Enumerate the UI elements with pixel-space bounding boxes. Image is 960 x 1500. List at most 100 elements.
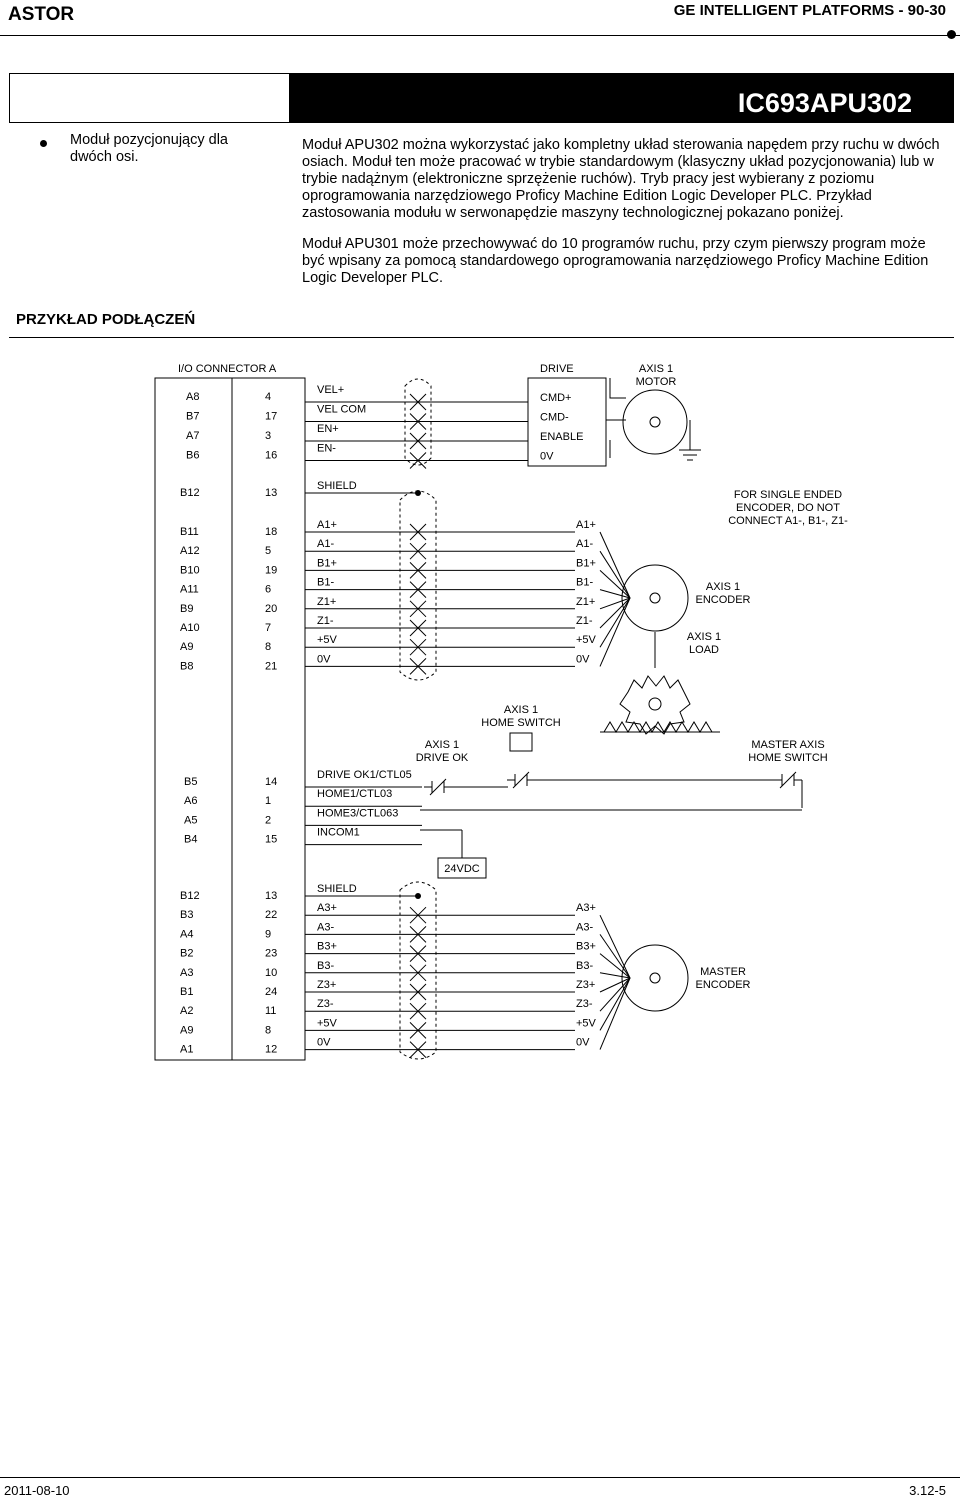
wire [599, 597, 631, 648]
header-divider [0, 35, 960, 36]
bullet-icon [40, 140, 47, 147]
signal-label: HOME1/CTL03 [317, 788, 392, 800]
wire [599, 977, 631, 993]
shield-crossing [409, 638, 427, 656]
shield-crossing [409, 413, 427, 430]
shield-crossing [409, 542, 427, 560]
drive-terminal-label: CMD- [540, 412, 569, 424]
wire [599, 589, 631, 599]
wire [599, 531, 631, 599]
signal-label: B3- [317, 960, 334, 972]
signal-label: A3+ [317, 902, 337, 914]
connector-pin-letter: B7 [186, 411, 199, 423]
connector-pin-number: 4 [265, 391, 271, 403]
signal-label: VEL COM [317, 404, 366, 416]
connector-pin-number: 3 [265, 430, 271, 442]
supply-label: 24VDC [444, 863, 480, 875]
connector-pin-number: 12 [265, 1044, 277, 1056]
connector-pin-letter: B3 [180, 909, 193, 921]
signal-label: B1- [317, 577, 334, 589]
drive-ok-label: AXIS 1 [425, 739, 459, 751]
connector-pin-number: 13 [265, 890, 277, 902]
connector-pin-number: 16 [265, 450, 277, 462]
wire [599, 597, 631, 629]
wire [599, 570, 631, 599]
signal-label: 0V [317, 1037, 331, 1049]
encoder-label: ENCODER [695, 594, 750, 606]
master-encoder-label: ENCODER [695, 979, 750, 991]
shield-crossing [409, 945, 427, 962]
section-divider [9, 337, 954, 338]
drive-terminal-label: ENABLE [540, 431, 583, 443]
shield-crossing [409, 1022, 427, 1039]
signal-label: INCOM1 [317, 827, 360, 839]
shield-crossing [409, 393, 427, 411]
connector-title: I/O CONNECTOR A [178, 363, 277, 375]
side-note: Moduł pozycjonujący dla dwóch osi. [70, 132, 228, 165]
load-label: AXIS 1 [687, 631, 721, 643]
connector-pin-number: 5 [265, 545, 271, 557]
connector-pin-number: 21 [265, 660, 277, 672]
encoder-terminal-label: 0V [576, 653, 590, 665]
shield-crossing [409, 523, 427, 541]
connector-pin-number: 22 [265, 909, 277, 921]
connector-pin-letter: A2 [180, 1005, 193, 1017]
shield-crossing [409, 906, 427, 924]
signal-label: Z1+ [317, 596, 336, 608]
footer-page-number: 3.12-5 [909, 1483, 946, 1498]
connector-pin-letter: B6 [186, 450, 199, 462]
connector-pin-number: 13 [265, 487, 277, 499]
section-heading: PRZYKŁAD PODŁĄCZEŃ [16, 311, 196, 328]
shield-crossing [409, 432, 427, 450]
connector-pin-letter: A12 [180, 545, 200, 557]
connector-pin-letter: A9 [180, 1024, 193, 1036]
signal-label: Z3- [317, 998, 334, 1010]
signal-label: A3- [317, 921, 334, 933]
wire [599, 597, 631, 610]
signal-label: 0V [317, 653, 331, 665]
connector-pin-number: 9 [265, 928, 271, 940]
connector-pin-letter: B4 [184, 834, 197, 846]
connector-pin-number: 1 [265, 795, 271, 807]
connector-pin-letter: B9 [180, 603, 193, 615]
encoder-terminal-label: +5V [576, 634, 597, 646]
drive-title: DRIVE [540, 363, 574, 375]
connector-pin-letter: A9 [180, 641, 193, 653]
connector-pin-number: 7 [265, 622, 271, 634]
signal-label: Z1- [317, 615, 334, 627]
shield-crossing [409, 926, 427, 943]
signal-label: +5V [317, 1017, 338, 1029]
description-paragraph-1: Moduł APU302 można wykorzystać jako komp… [302, 137, 940, 221]
connector-pin-letter: B1 [180, 986, 193, 998]
shield-crossing [409, 1041, 427, 1058]
connector-pin-number: 15 [265, 834, 277, 846]
motor-label: MOTOR [636, 376, 677, 388]
connector-pin-letter: B11 [180, 526, 199, 538]
signal-label: A1- [317, 538, 334, 550]
signal-label: VEL+ [317, 384, 344, 396]
connector-pin-letter: B10 [180, 564, 200, 576]
shield-crossing [409, 619, 427, 637]
product-title: IC693APU302 [737, 88, 912, 118]
encoder-terminal-label: Z1- [576, 615, 593, 627]
encoder-terminal-label: B1- [576, 577, 593, 589]
product-title-bar: IC693APU302 [290, 73, 954, 123]
connector-pin-number: 11 [265, 1005, 276, 1017]
signal-label: EN+ [317, 423, 339, 435]
signal-label: B3+ [317, 941, 337, 953]
load-label: LOAD [689, 644, 719, 656]
wire [599, 597, 631, 667]
home-switch-label: AXIS 1 [504, 704, 538, 716]
shield-crossing [409, 562, 427, 579]
shield-crossing [409, 1002, 427, 1020]
connector-pin-number: 20 [265, 603, 277, 615]
master-encoder-terminal-label: B3+ [576, 941, 596, 953]
encoder-terminal-label: Z1+ [576, 596, 595, 608]
wire [599, 977, 631, 1050]
master-home-label: HOME SWITCH [748, 752, 827, 764]
connector-pin-number: 24 [265, 986, 277, 998]
shield-crossing [409, 964, 427, 982]
shield-junction [415, 893, 421, 899]
wire [599, 934, 631, 979]
drive-ok-contact [429, 778, 447, 796]
